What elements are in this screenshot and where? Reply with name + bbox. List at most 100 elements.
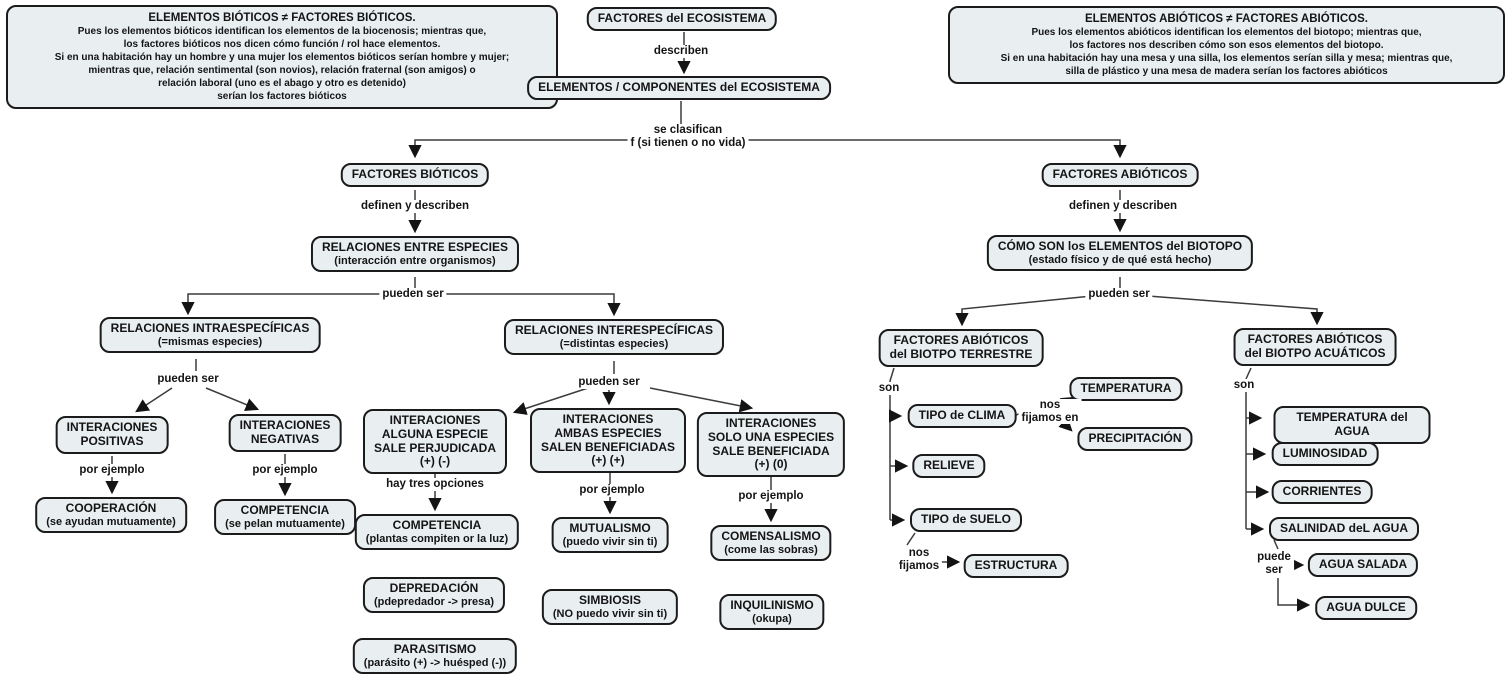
node-fab-terrestre: FACTORES ABIÓTICOS del BIOTPO TERRESTRE xyxy=(878,329,1044,367)
edge-terrestre-son xyxy=(889,367,895,382)
node-label: ELEMENTOS / COMPONENTES del ECOSISTEMA xyxy=(538,80,820,94)
node-agua-dulce: AGUA DULCE xyxy=(1315,596,1417,620)
node-interaciones-negativas: INTERACIONES NEGATIVAS xyxy=(228,414,342,452)
node-relaciones-interespecificas: RELACIONES INTERESPECÍFICAS(=distintas e… xyxy=(503,319,725,356)
node-label: RELACIONES INTERESPECÍFICAS xyxy=(514,323,714,337)
node-inquilinismo: INQUILINISMO(okupa) xyxy=(719,594,825,631)
edge-inter-solo-una xyxy=(649,387,754,413)
node-interaciones-perjudicada: INTERACIONES ALGUNA ESPECIE SALE PERJUDI… xyxy=(362,409,508,475)
node-agua-salada: AGUA SALADA xyxy=(1307,553,1419,577)
edge-clasifican-abioticos xyxy=(681,139,1127,159)
edge-label-puede-ser: puede ser xyxy=(1254,551,1294,577)
node-como-son-elementos-biotopo: CÓMO SON los ELEMENTOS del BIOTOPO(estad… xyxy=(986,235,1254,272)
node-label: TEMPERATURA xyxy=(1080,381,1172,395)
node-simbiosis: SIMBIOSIS(NO puedo vivir sin ti) xyxy=(541,589,679,626)
node-label: FACTORES ABIÓTICOS xyxy=(1052,167,1188,181)
node-fab-acuaticos: FACTORES ABIÓTICOS del BIOTPO ACUÁTICOS xyxy=(1233,328,1397,366)
note-body: Pues los elementos abióticos identifican… xyxy=(1000,27,1453,78)
edge-label-se-clasifican: se clasifican f (si tienen o no vida) xyxy=(627,124,749,150)
node-mutualismo: MUTUALISMO(puedo vivir sin ti) xyxy=(551,517,669,554)
node-interaciones-beneficiadas: INTERACIONES AMBAS ESPECIES SALEN BENEFI… xyxy=(529,408,687,474)
node-label: RELACIONES ENTRE ESPECIES xyxy=(321,240,509,254)
node-relaciones-entre-especies: RELACIONES ENTRE ESPECIES(interacción en… xyxy=(310,236,520,273)
node-sublabel: (pdepredador -> presa) xyxy=(373,595,495,608)
node-label: INTERACIONES AMBAS ESPECIES SALEN BENEFI… xyxy=(540,412,676,468)
node-tipo-de-clima: TIPO de CLIMA xyxy=(907,404,1017,428)
note-elementos-vs-factores-bioticos: ELEMENTOS BIÓTICOS ≠ FACTORES BIÓTICOS. … xyxy=(6,5,558,110)
node-label: CORRIENTES xyxy=(1282,484,1362,498)
edge-label-describen: describen xyxy=(650,45,712,58)
node-sublabel: (plantas compiten or la luz) xyxy=(365,532,509,545)
node-sublabel: (estado físico y de qué está hecho) xyxy=(1028,253,1212,266)
node-label: INTERACIONES NEGATIVAS xyxy=(239,418,331,446)
node-label: TEMPERATURA del AGUA xyxy=(1296,410,1408,438)
edge-label-por-ejemplo-positivas: por ejemplo xyxy=(76,464,148,477)
node-factores-bioticos: FACTORES BIÓTICOS xyxy=(340,163,490,187)
node-label: RELIEVE xyxy=(923,458,975,472)
edge-label-nos-fijamos: nos fijamos xyxy=(895,547,943,573)
edge-puedeser-dulce xyxy=(1277,578,1311,612)
edge-suelo-nosfijamos xyxy=(906,532,916,546)
edge-clasifican-bioticos xyxy=(408,139,681,159)
node-corrientes: CORRIENTES xyxy=(1271,480,1373,504)
node-factores-abioticos: FACTORES ABIÓTICOS xyxy=(1041,163,1199,187)
node-label: INQUILINISMO xyxy=(730,598,814,612)
node-label: TIPO de CLIMA xyxy=(918,408,1006,422)
node-label: RELACIONES INTRAESPECÍFICAS xyxy=(110,321,310,335)
edge-label-definen-abioticos: definen y describen xyxy=(1065,200,1181,213)
edge-intra-negativas xyxy=(205,387,260,411)
node-label: COMPETENCIA xyxy=(392,518,482,532)
node-precipitacion: PRECIPITACIÓN xyxy=(1077,427,1193,451)
node-interaciones-positivas: INTERACIONES POSITIVAS xyxy=(55,416,169,454)
node-luminosidad: LUMINOSIDAD xyxy=(1271,442,1379,466)
node-sublabel: (=distintas especies) xyxy=(559,337,669,350)
node-parasitismo: PARASITISMO(parásito (+) -> huésped (-)) xyxy=(352,638,518,675)
node-competencia-intra: COMPETENCIA(se pelan mutuamente) xyxy=(214,499,356,536)
node-sublabel: (puedo vivir sin ti) xyxy=(562,535,658,548)
node-sublabel: (se pelan mutuamente) xyxy=(225,517,345,530)
node-interaciones-solo-una: INTERACIONES SOLO UNA ESPECIES SALE BENE… xyxy=(696,412,846,478)
note-elementos-vs-factores-abioticos: ELEMENTOS ABIÓTICOS ≠ FACTORES ABIÓTICOS… xyxy=(948,6,1505,85)
node-sublabel: (se ayudan mutuamente) xyxy=(46,515,176,528)
edge-label-son-terrestre: son xyxy=(875,382,903,395)
edge-label-por-ejemplo-negativas: por ejemplo xyxy=(249,464,321,477)
node-label: FACTORES ABIÓTICOS del BIOTPO ACUÁTICOS xyxy=(1244,332,1386,360)
node-label: TIPO de SUELO xyxy=(920,512,1012,526)
note-title: ELEMENTOS ABIÓTICOS ≠ FACTORES ABIÓTICOS… xyxy=(1085,13,1368,25)
node-temperatura: TEMPERATURA xyxy=(1069,377,1183,401)
node-label: COMPETENCIA xyxy=(240,503,330,517)
note-body: Pues los elementos bióticos identifican … xyxy=(54,26,510,103)
node-relaciones-intraespecificas: RELACIONES INTRAESPECÍFICAS(=mismas espe… xyxy=(99,317,321,354)
node-sublabel: (come las sobras) xyxy=(724,543,818,556)
node-label: CÓMO SON los ELEMENTOS del BIOTOPO xyxy=(997,239,1243,253)
node-label: INTERACIONES POSITIVAS xyxy=(66,420,158,448)
node-salinidad-del-agua: SALINIDAD deL AGUA xyxy=(1268,517,1420,541)
edge-intra-positivas xyxy=(135,387,173,413)
node-label: PARASITISMO xyxy=(393,642,477,656)
node-label: FACTORES del ECOSISTEMA xyxy=(597,11,767,25)
edge-label-pueden-ser-inter: pueden ser xyxy=(575,376,643,389)
node-label: LUMINOSIDAD xyxy=(1282,446,1368,460)
node-sublabel: (parásito (+) -> huésped (-)) xyxy=(363,656,507,669)
edge-label-hay-tres-opciones: hay tres opciones xyxy=(383,478,487,491)
node-label: SALINIDAD deL AGUA xyxy=(1279,521,1409,535)
node-elementos-componentes: ELEMENTOS / COMPONENTES del ECOSISTEMA xyxy=(527,76,831,100)
node-sublabel: (NO puedo vivir sin ti) xyxy=(552,607,668,620)
node-label: AGUA SALADA xyxy=(1318,557,1408,571)
node-sublabel: (=mismas especies) xyxy=(157,335,263,348)
edge-salinidad-puedeser xyxy=(1273,539,1279,550)
node-label: DEPREDACIÓN xyxy=(389,581,479,595)
edge-acuaticos-son xyxy=(1245,367,1252,380)
node-estructura: ESTRUCTURA xyxy=(963,554,1069,578)
node-temperatura-del-agua: TEMPERATURA del AGUA xyxy=(1273,406,1431,444)
node-label: INTERACIONES ALGUNA ESPECIE SALE PERJUDI… xyxy=(373,413,497,469)
edge-puedenser-terrestre xyxy=(955,295,1093,327)
node-factores-del-ecosistema: FACTORES del ECOSISTEMA xyxy=(586,7,778,31)
node-relieve: RELIEVE xyxy=(912,454,986,478)
edge-label-son-acuaticos: son xyxy=(1230,379,1258,392)
node-label: COOPERACIÓN xyxy=(65,501,157,515)
edge-label-pueden-ser-biotico: pueden ser xyxy=(379,288,447,301)
node-cooperacion: COOPERACIÓN(se ayudan mutuamente) xyxy=(35,497,187,534)
edge-label-por-ejemplo-solo: por ejemplo xyxy=(735,490,807,503)
